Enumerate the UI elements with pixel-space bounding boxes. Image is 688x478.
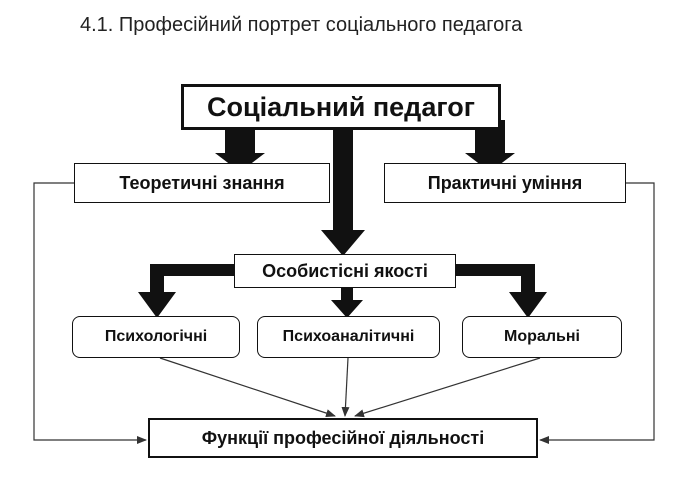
node-theoretical-knowledge: Теоретичні знання [74, 163, 330, 203]
arrow-personal-to-moral [454, 264, 547, 318]
section-heading: 4.1. Професійний портрет соціального пед… [80, 14, 523, 36]
node-social-pedagogue: Соціальний педагог [181, 84, 501, 130]
node-moral: Моральні [462, 316, 622, 358]
node-psychoanalytical: Психоаналітичні [257, 316, 440, 358]
line-moral-to-functions [354, 357, 541, 418]
node-personal-qualities: Особистісні якості [234, 254, 456, 288]
line-practical-to-functions [539, 182, 655, 444]
node-psychological: Психологічні [72, 316, 240, 358]
line-psychoanalytical-to-functions [341, 357, 350, 417]
arrow-personal-to-psychological [138, 264, 238, 318]
line-theoretical-to-functions [33, 182, 147, 444]
arrow-root-to-personal [321, 126, 365, 256]
node-professional-functions: Функції професійної діяльності [148, 418, 538, 458]
node-practical-skills: Практичні уміння [384, 163, 626, 203]
line-psychological-to-functions [159, 357, 336, 417]
arrow-personal-to-psychoanalytical [331, 288, 363, 318]
